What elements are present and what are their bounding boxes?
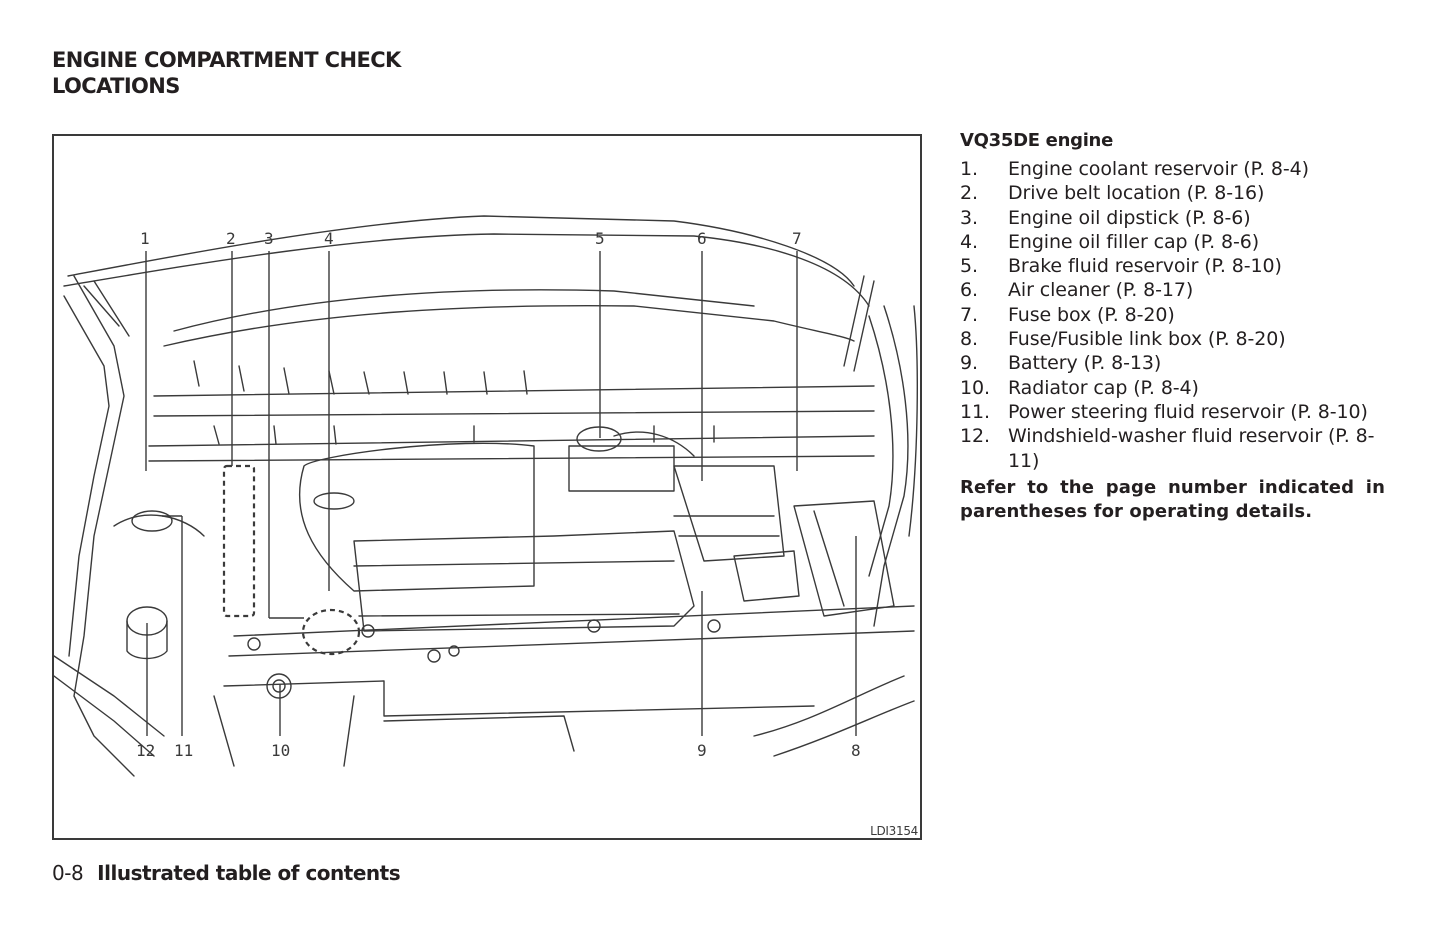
legend-item-text: Engine oil dipstick (P. 8-6) <box>1008 206 1251 229</box>
left-fender <box>54 275 165 777</box>
legend-item-text: Engine oil filler cap (P. 8-6) <box>1008 230 1260 253</box>
callout-8: 8 <box>851 741 861 760</box>
page-footer: 0-8 Illustrated table of contents <box>52 860 401 886</box>
legend-item-text: Fuse box (P. 8-20) <box>1008 303 1175 326</box>
legend-item: 9. Battery (P. 8-13) <box>960 351 1385 375</box>
engine-compartment-diagram: 1 2 3 4 5 6 7 12 11 10 9 8 LDI3154 <box>52 134 922 840</box>
hood-outline <box>63 215 870 347</box>
callout-9: 9 <box>697 741 707 760</box>
drive-belt-marker <box>222 464 256 618</box>
cowl-vents <box>148 360 875 462</box>
engine-cover <box>298 442 695 632</box>
section-title: Illustrated table of contents <box>97 861 401 885</box>
legend-item-number: 10. <box>960 376 990 399</box>
callout-4: 4 <box>324 229 334 248</box>
legend-item-text: Drive belt location (P. 8-16) <box>1008 182 1265 205</box>
legend-item: 8. Fuse/Fusible link box (P. 8-20) <box>960 327 1385 351</box>
operating-details-note: Refer to the page number indicated in pa… <box>960 476 1385 522</box>
legend-item: 10. Radiator cap (P. 8-4) <box>960 376 1385 400</box>
fuse-box-region <box>733 500 895 617</box>
legend-item-text: Windshield-washer fluid reservoir (P. 8-… <box>1008 425 1375 472</box>
legend-item-number: 8. <box>960 328 978 351</box>
dipstick-marker <box>301 608 361 656</box>
legend-item-number: 11. <box>960 400 990 423</box>
legend-item-text: Power steering fluid reservoir (P. 8-10) <box>1008 400 1368 423</box>
page-title-line-2: LOCATIONS <box>52 74 180 98</box>
leader-lines <box>145 251 857 736</box>
legend: VQ35DE engine 1. Engine coolant reservoir… <box>960 129 1385 524</box>
page-title: ENGINE COMPARTMENT CHECK LOCATIONS <box>52 47 401 99</box>
legend-item-text: Radiator cap (P. 8-4) <box>1008 376 1199 399</box>
legend-item-text: Air cleaner (P. 8-17) <box>1008 279 1194 302</box>
legend-item: 11. Power steering fluid reservoir (P. 8-… <box>960 400 1385 424</box>
legend-item-text: Fuse/Fusible link box (P. 8-20) <box>1008 328 1286 351</box>
legend-item-number: 1. <box>960 158 978 180</box>
figure-code: LDI3154 <box>870 824 918 838</box>
callout-5: 5 <box>595 229 605 248</box>
legend-item: 4. Engine oil filler cap (P. 8-6) <box>960 230 1385 254</box>
legend-item: 5. Brake fluid reservoir (P. 8-10) <box>960 254 1385 278</box>
legend-item-text: Battery (P. 8-13) <box>1008 352 1162 375</box>
legend-item: 7. Fuse box (P. 8-20) <box>960 303 1385 327</box>
legend-item-number: 12. <box>960 425 990 448</box>
page-title-line-1: ENGINE COMPARTMENT CHECK <box>52 48 401 72</box>
right-fender <box>753 275 918 757</box>
legend-item-number: 2. <box>960 182 978 205</box>
callout-1: 1 <box>140 229 150 248</box>
legend-list: 1. Engine coolant reservoir (P. 8-4) 2. Dr… <box>960 157 1385 473</box>
legend-item-number: 9. <box>960 352 978 375</box>
washer-reservoir <box>113 510 205 660</box>
brake-fluid-reservoir <box>568 426 695 492</box>
legend-item-number: 6. <box>960 279 978 302</box>
legend-item-number: 4. <box>960 230 978 253</box>
legend-item: 1. Engine coolant reservoir (P. 8-4) <box>960 157 1385 181</box>
callout-11: 11 <box>174 741 193 760</box>
legend-item-number: 7. <box>960 303 978 326</box>
callout-7: 7 <box>792 229 802 248</box>
legend-title: VQ35DE engine <box>960 130 1113 151</box>
callout-6: 6 <box>697 229 707 248</box>
radiator-support <box>213 605 915 767</box>
callout-10: 10 <box>271 741 290 760</box>
legend-item: 3. Engine oil dipstick (P. 8-6) <box>960 206 1385 230</box>
legend-item: 2. Drive belt location (P. 8-16) <box>960 181 1385 205</box>
legend-item-text: Brake fluid reservoir (P. 8-10) <box>1008 255 1282 278</box>
callout-12: 12 <box>136 741 155 760</box>
callout-3: 3 <box>264 229 274 248</box>
callout-2: 2 <box>226 229 236 248</box>
legend-item: 12. Windshield-washer fluid reservoir (P.… <box>960 424 1385 473</box>
page-number: 0-8 <box>52 861 84 885</box>
engine-illustration: 1 2 3 4 5 6 7 12 11 10 9 8 <box>54 215 918 777</box>
legend-item-number: 5. <box>960 255 978 278</box>
legend-item-text: Engine coolant reservoir (P. 8-4) <box>1008 158 1309 180</box>
legend-item-number: 3. <box>960 206 978 229</box>
legend-item: 6. Air cleaner (P. 8-17) <box>960 278 1385 302</box>
air-cleaner <box>673 465 785 562</box>
